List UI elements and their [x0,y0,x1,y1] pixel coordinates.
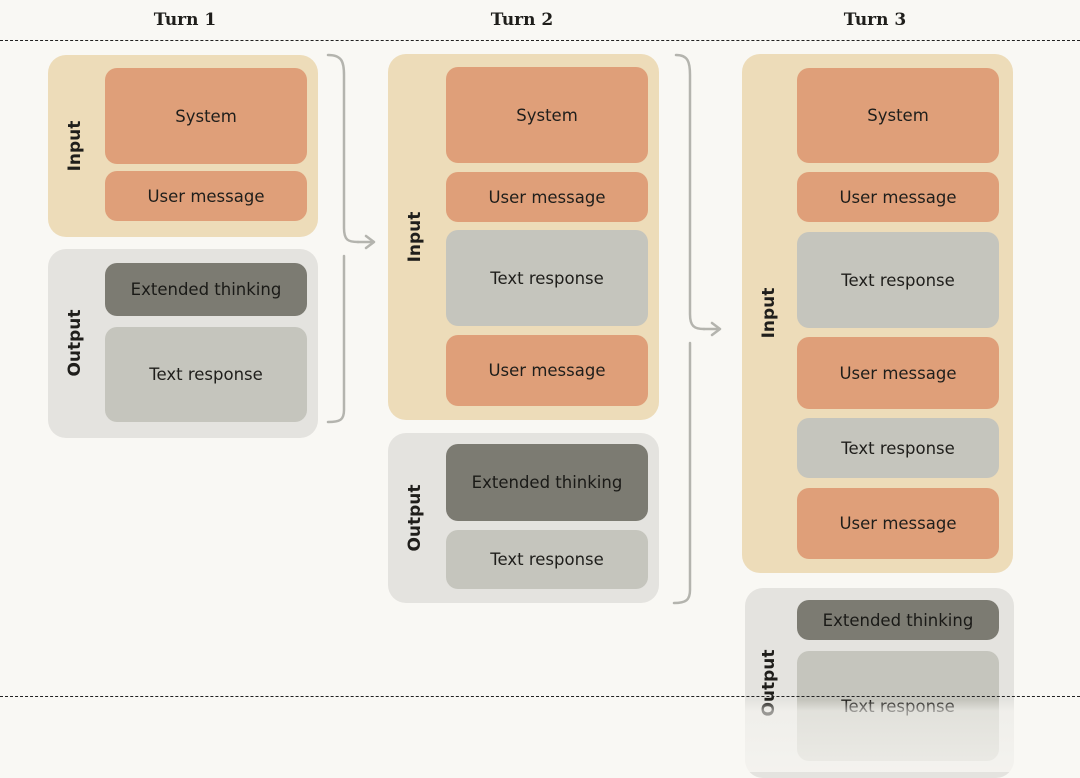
turn-1-extended-thinking-block: Extended thinking [105,263,307,316]
turn-2-user-message-block: User message [446,335,648,406]
turn-3-system-block: System [797,68,999,163]
turn-2-text-response-block: Text response [446,230,648,326]
turn-2-extended-thinking-block: Extended thinking [446,444,648,521]
turn-3-extended-thinking-block: Extended thinking [797,600,999,640]
turn-2-input-panel: Input System User message Text response … [388,54,659,420]
turn-1-system-block: System [105,68,307,164]
turn-1-title: Turn 1 [153,10,217,30]
turn-1-user-message-block: User message [105,171,307,221]
turn-1-text-response-block: Text response [105,327,307,422]
turn-2-to-3-arrowhead [710,321,722,337]
turn-2-output-panel: Output Extended thinking Text response [388,433,659,603]
turn-3-title: Turn 3 [843,10,907,30]
turn-3-user-message-block: User message [797,337,999,409]
turn-1-to-2-arrowhead [364,234,376,250]
turn-1-output-panel: Output Extended thinking Text response [48,249,318,438]
turn-1-input-panel: Input System User message [48,55,318,237]
top-dashed-divider [0,40,1080,41]
turn-2-title: Turn 2 [490,10,554,30]
turn-2-to-3-bracket [672,53,706,605]
bottom-fade-overlay [0,700,1080,772]
bottom-dashed-divider [0,696,1080,697]
turn-3-text-response-block: Text response [797,418,999,478]
turn-3-input-panel: Input System User message Text response … [742,54,1013,573]
turn-3-text-response-block: Text response [797,232,999,328]
turn-2-user-message-block: User message [446,172,648,222]
turn-3-user-message-block: User message [797,172,999,222]
turn-3-user-message-block: User message [797,488,999,559]
turn-2-system-block: System [446,67,648,163]
turn-2-text-response-block: Text response [446,530,648,589]
turn-1-to-2-bracket [326,53,360,424]
